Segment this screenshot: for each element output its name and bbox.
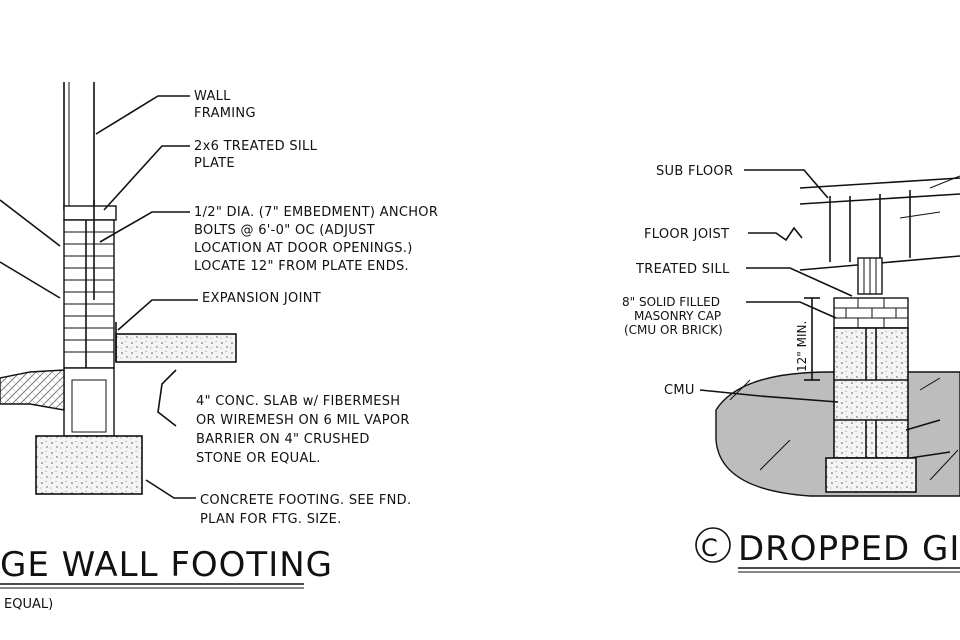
- treated-sill-block: [857, 257, 883, 295]
- masonry-cap: [833, 297, 909, 329]
- label-sill-1: 2x6 TREATED SILL: [194, 139, 318, 154]
- left-detail-title: GE WALL FOOTING: [0, 545, 333, 585]
- label-cap-2: MASONRY CAP: [634, 309, 721, 323]
- title-circle-symbol: C: [701, 534, 719, 562]
- label-sill-2: PLATE: [194, 156, 235, 171]
- label-treated-sill: TREATED SILL: [635, 262, 730, 277]
- concrete-footing: [35, 435, 143, 495]
- pier-footing: [825, 457, 917, 493]
- label-footing-1: CONCRETE FOOTING. SEE FND.: [200, 493, 411, 508]
- right-detail-title: DROPPED GI: [738, 529, 960, 569]
- label-slab-2: OR WIREMESH ON 6 MIL VAPOR: [196, 413, 410, 428]
- title-circle: [695, 527, 731, 563]
- label-slab-1: 4" CONC. SLAB w/ FIBERMESH: [196, 394, 400, 409]
- label-anchor-2: BOLTS @ 6'-0" OC (ADJUST: [194, 223, 375, 238]
- concrete-slab: [115, 333, 237, 363]
- floor-framing: [799, 175, 960, 271]
- lower-block-wall: [63, 367, 115, 437]
- grade-fill: [0, 369, 65, 411]
- label-anchor-4: LOCATE 12" FROM PLATE ENDS.: [194, 259, 409, 274]
- sill-plate: [63, 205, 117, 221]
- left-detail: WALL FRAMING 2x6 TREATED SILL PLATE 1/2"…: [0, 82, 438, 612]
- cmu-column: [833, 327, 909, 459]
- label-expansion-joint: EXPANSION JOINT: [202, 291, 321, 306]
- left-detail-subtitle: EQUAL): [4, 597, 53, 612]
- label-cap-3: (CMU OR BRICK): [624, 323, 723, 337]
- label-anchor-1: 1/2" DIA. (7" EMBEDMENT) ANCHOR: [194, 205, 438, 220]
- label-footing-2: PLAN FOR FTG. SIZE.: [200, 512, 342, 527]
- label-wall-framing-1: WALL: [194, 89, 231, 104]
- label-slab-4: STONE OR EQUAL.: [196, 451, 321, 466]
- right-detail: 12" MIN. SUB FLOOR FLOOR JOIST TREATED S…: [622, 164, 960, 573]
- dimension-12-min: 12" MIN.: [795, 297, 820, 381]
- label-cmu: CMU: [664, 383, 695, 398]
- wall-framing: [63, 82, 95, 210]
- label-sub-floor: SUB FLOOR: [656, 164, 733, 179]
- brick-foundation-wall: [63, 219, 115, 369]
- label-wall-framing-2: FRAMING: [194, 106, 256, 121]
- label-anchor-3: LOCATION AT DOOR OPENINGS.): [194, 241, 413, 256]
- label-floor-joist: FLOOR JOIST: [644, 227, 729, 242]
- label-slab-3: BARRIER ON 4" CRUSHED: [196, 432, 370, 447]
- label-cap-1: 8" SOLID FILLED: [622, 295, 720, 309]
- dimension-label: 12" MIN.: [795, 321, 809, 372]
